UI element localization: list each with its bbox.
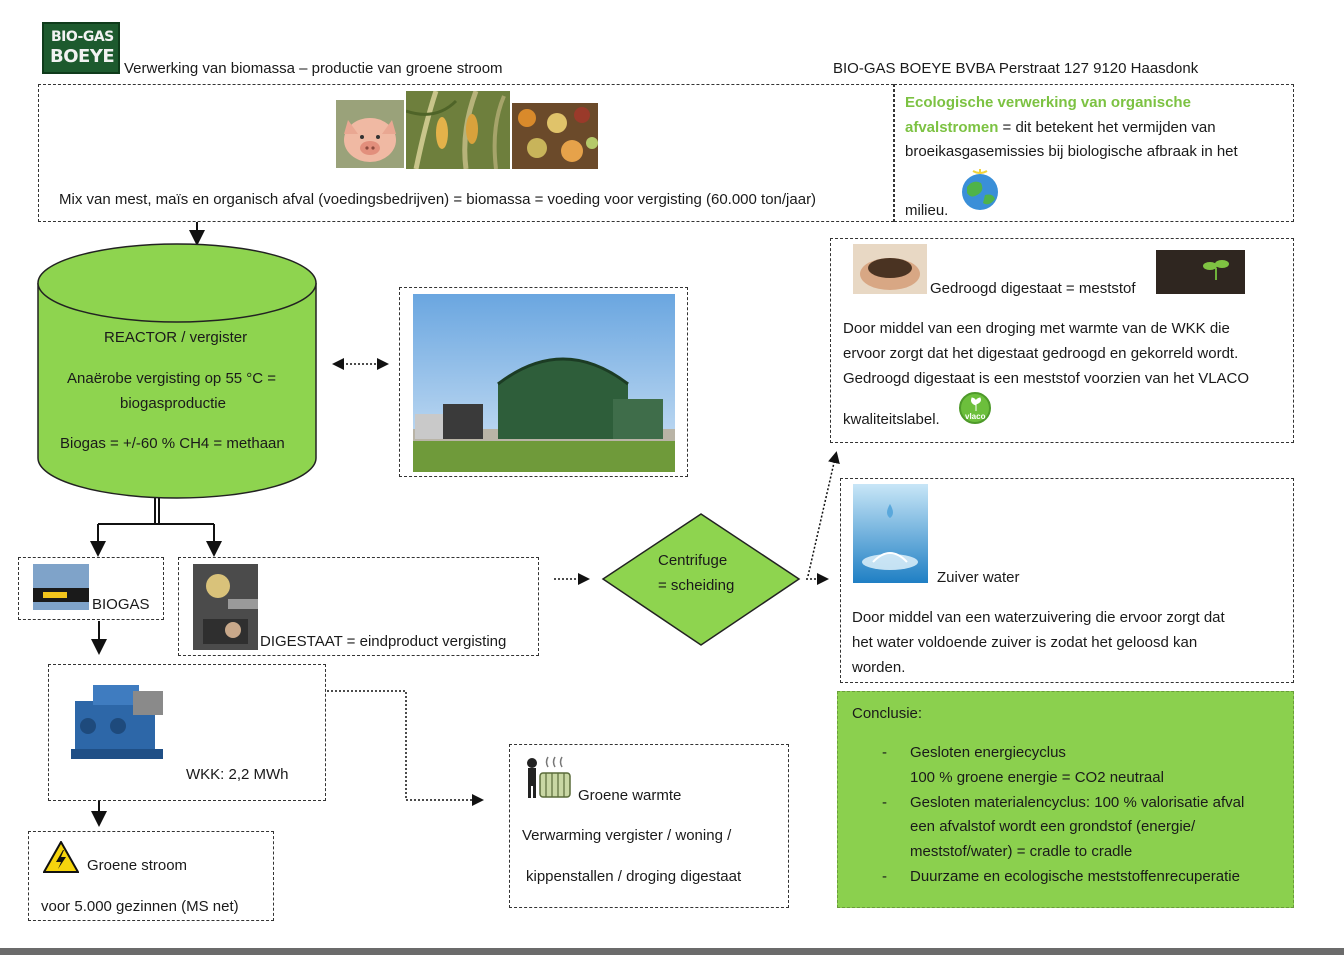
eco-title: Ecologische verwerking van organische [905, 94, 1191, 111]
water-box: Zuiver water Door middel van een waterzu… [840, 478, 1294, 683]
biomass-text: Mix van mest, maïs en organisch afval (v… [59, 191, 817, 208]
logo-text-top: BIO-GAS [51, 29, 114, 45]
conclusion-item-3-line-1: Duurzame en ecologische meststoffenrecup… [910, 868, 1240, 885]
window-bottom-bar [0, 948, 1344, 955]
dried-digestate-box: Gedroogd digestaat = meststof Door midde… [830, 238, 1294, 443]
biomass-box: Mix van mest, maïs en organisch afval (v… [38, 84, 894, 222]
reactor-line2: Anaërobe vergisting op 55 °C = [67, 370, 277, 387]
soil-hands-photo [853, 244, 927, 294]
eco-title-word: afvalstromen [905, 119, 999, 136]
water-line1: Door middel van een waterzuivering die e… [852, 609, 1225, 626]
centrifuge-diamond [601, 513, 801, 646]
company-address: BIO-GAS BOEYE BVBA Perstraat 127 9120 Ha… [833, 60, 1199, 77]
conclusion-bullet-1: - [882, 744, 887, 761]
high-voltage-icon [43, 841, 79, 873]
water-title: Zuiver water [937, 569, 1020, 586]
dried-line2: ervoor zorgt dat het digestaat gedroogd … [843, 345, 1239, 362]
centrifuge-line1: Centrifuge [658, 552, 728, 569]
conclusion-title: Conclusie: [852, 705, 923, 722]
biogas-box: BIOGAS [18, 557, 164, 620]
eco-line1-rest: = dit betekent het vermijden van [998, 119, 1216, 136]
conclusion-box: Conclusie: - Gesloten energiecyclus 100 … [837, 691, 1294, 908]
reactor-cylinder [37, 243, 317, 499]
conclusion-item-1-line-2: 100 % groene energie = CO2 neutraal [910, 769, 1164, 786]
company-logo: BIO-GAS BOEYE [42, 22, 120, 74]
water-drop-photo [853, 484, 928, 583]
conclusion-bullet-3: - [882, 868, 887, 885]
dried-line3: Gedroogd digestaat is een meststof voorz… [843, 370, 1250, 387]
dried-line1: Door middel van een droging met warmte v… [843, 320, 1230, 337]
eco-line2: broeikasgasemissies bij biologische afbr… [905, 143, 1238, 160]
groene-warmte-line2: kippenstallen / droging digestaat [526, 868, 742, 885]
conclusion-item-1-line-1: Gesloten energiecyclus [910, 744, 1066, 761]
digestaat-box: DIGESTAAT = eindproduct vergisting [178, 557, 539, 656]
centrifuge-line2: = scheiding [658, 577, 735, 594]
eco-box: Ecologische verwerking van organische af… [894, 84, 1294, 222]
groene-stroom-title: Groene stroom [87, 857, 188, 874]
reactor-line4: Biogas = +/-60 % CH4 = methaan [60, 435, 285, 452]
seedling-photo [1156, 250, 1245, 294]
reactor-line3: biogasproductie [120, 395, 226, 412]
conclusion-bullet-2: - [882, 794, 887, 811]
groene-stroom-box: Groene stroom voor 5.000 gezinnen (MS ne… [28, 831, 274, 921]
organic-waste-photo [512, 103, 598, 169]
pig-photo [336, 100, 404, 168]
wkk-box: WKK: 2,2 MWh [48, 664, 326, 801]
dried-title: Gedroogd digestaat = meststof [930, 280, 1136, 297]
wkk-engine-photo [63, 671, 171, 769]
biogas-pipe-photo [33, 564, 89, 610]
earth-icon [959, 169, 1001, 211]
vlaco-badge-text: vlaco [965, 412, 986, 421]
wkk-label: WKK: 2,2 MWh [186, 766, 289, 783]
groene-warmte-title: Groene warmte [578, 787, 682, 804]
page-subtitle: Verwerking van biomassa – productie van … [124, 60, 503, 77]
digestaat-photo [193, 564, 258, 650]
logo-text-bottom: BOEYE [50, 46, 115, 67]
reactor-title: REACTOR / vergister [104, 329, 248, 346]
corn-photo [406, 91, 510, 169]
biogas-label: BIOGAS [92, 596, 150, 613]
groene-stroom-sub: voor 5.000 gezinnen (MS net) [41, 898, 239, 915]
groene-warmte-box: Groene warmte Verwarming vergister / won… [509, 744, 789, 908]
digester-photo-box [399, 287, 688, 477]
digester-photo [413, 294, 675, 472]
conclusion-item-2-line-1: Gesloten materialencyclus: 100 % valoris… [910, 794, 1245, 811]
dried-line4: kwaliteitslabel. [843, 411, 940, 428]
eco-line1: afvalstromen = dit betekent het vermijde… [905, 120, 1216, 135]
digestaat-label: DIGESTAAT = eindproduct vergisting [260, 633, 507, 650]
vlaco-badge: vlaco [959, 392, 991, 424]
groene-warmte-line1: Verwarming vergister / woning / [522, 827, 732, 844]
water-line3: worden. [852, 659, 906, 676]
eco-line3: milieu. [905, 202, 949, 219]
conclusion-item-2-line-2: een afvalstof wordt een grondstof (energ… [910, 818, 1196, 835]
radiator-icon [527, 756, 571, 798]
water-line2: het water voldoende zuiver is zodat het … [852, 634, 1198, 651]
conclusion-item-2-line-3: meststof/water) = cradle to cradle [910, 843, 1133, 860]
